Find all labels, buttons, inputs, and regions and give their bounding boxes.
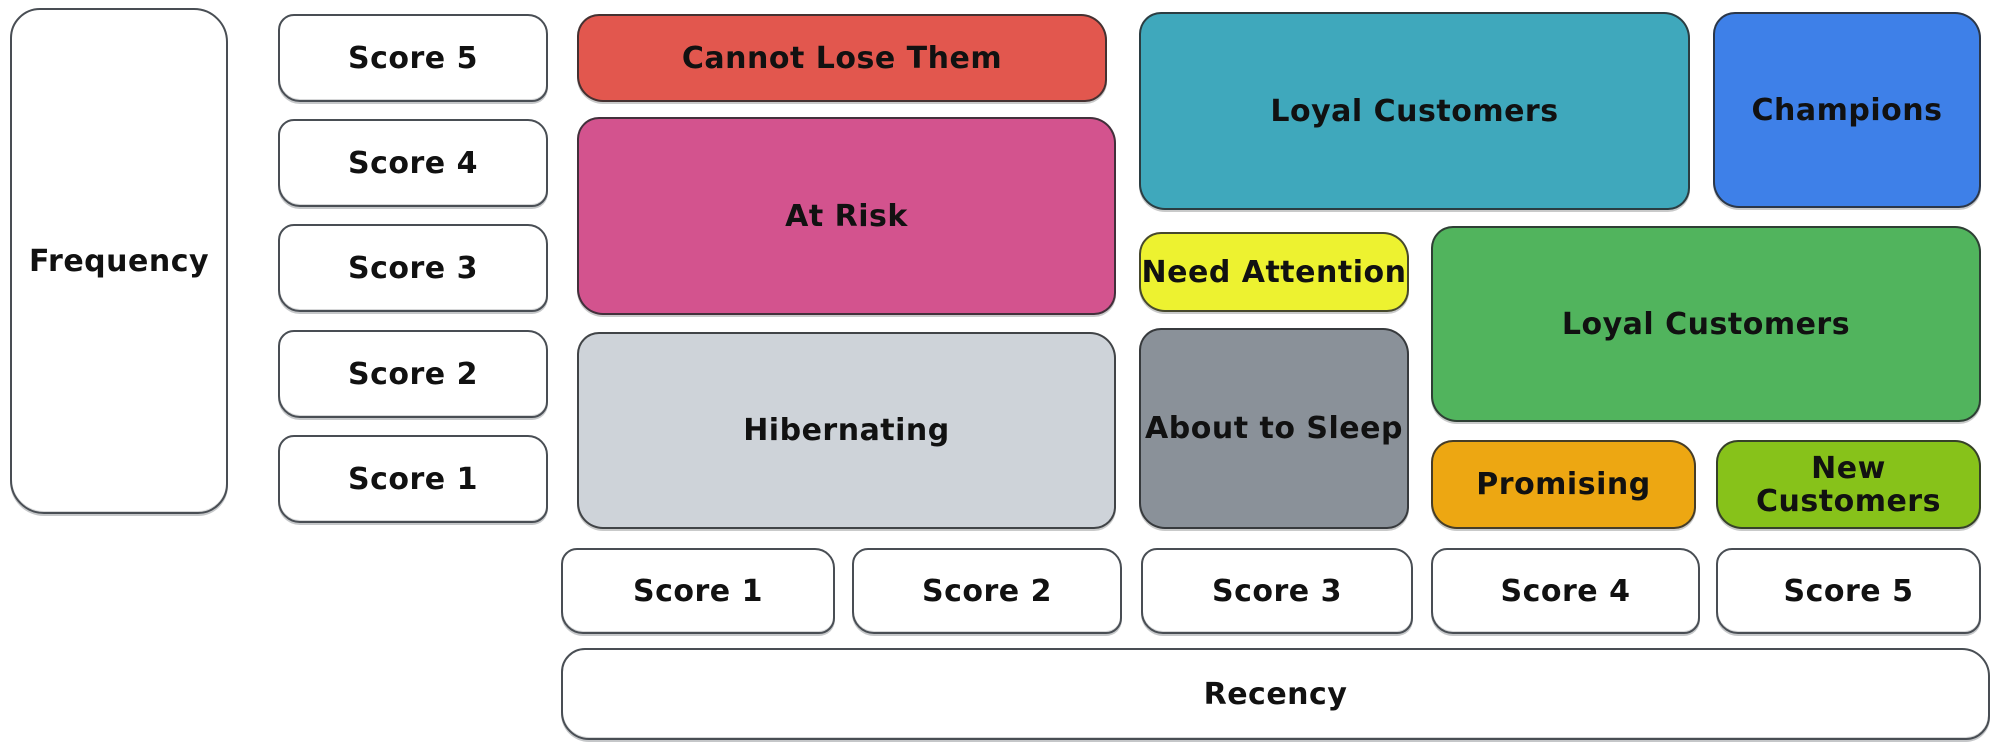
recency-score-4-text: Score 4 [1500, 573, 1631, 609]
frequency-score-2: Score 2 [278, 330, 548, 418]
frequency-score-5-text: Score 5 [348, 40, 478, 76]
segment-need-attention-label: Need Attention [1141, 254, 1407, 290]
segment-promising: Promising [1431, 440, 1696, 529]
recency-axis-label: Recency [561, 648, 1990, 740]
segment-cannot-lose-them: Cannot Lose Them [577, 14, 1107, 102]
segment-loyal-customers-green-label: Loyal Customers [1561, 306, 1851, 342]
segment-new-customers: New Customers [1716, 440, 1981, 529]
segment-at-risk: At Risk [577, 117, 1116, 315]
segment-hibernating-label: Hibernating [743, 413, 950, 448]
recency-score-2: Score 2 [852, 548, 1122, 634]
frequency-score-4: Score 4 [278, 119, 548, 207]
recency-score-1-text: Score 1 [633, 573, 763, 609]
segment-loyal-customers-teal-label: Loyal Customers [1270, 93, 1559, 129]
segment-loyal-customers-teal: Loyal Customers [1139, 12, 1690, 210]
frequency-axis-label-text: Frequency [28, 243, 210, 279]
frequency-score-3: Score 3 [278, 224, 548, 312]
recency-axis-label-text: Recency [1203, 676, 1348, 712]
frequency-score-1: Score 1 [278, 435, 548, 523]
recency-score-5-text: Score 5 [1783, 573, 1914, 609]
segment-need-attention: Need Attention [1139, 232, 1409, 312]
segment-at-risk-label: At Risk [785, 198, 908, 234]
frequency-score-1-text: Score 1 [348, 461, 478, 497]
segment-loyal-customers-green: Loyal Customers [1431, 226, 1981, 422]
segment-about-to-sleep-label: About to Sleep [1145, 411, 1403, 446]
recency-score-5: Score 5 [1716, 548, 1981, 634]
frequency-score-4-text: Score 4 [348, 145, 478, 181]
segment-champions-label: Champions [1751, 92, 1943, 128]
recency-score-4: Score 4 [1431, 548, 1700, 634]
segment-champions: Champions [1713, 12, 1981, 208]
frequency-axis-label: Frequency [10, 8, 228, 514]
recency-score-3-text: Score 3 [1212, 573, 1342, 609]
segment-cannot-lose-them-label: Cannot Lose Them [681, 40, 1003, 76]
frequency-score-3-text: Score 3 [348, 250, 478, 286]
frequency-score-5: Score 5 [278, 14, 548, 102]
recency-score-3: Score 3 [1141, 548, 1413, 634]
frequency-score-2-text: Score 2 [348, 356, 478, 392]
segment-new-customers-label: New Customers [1756, 450, 1941, 519]
segment-about-to-sleep: About to Sleep [1139, 328, 1409, 529]
segment-promising-label: Promising [1476, 467, 1651, 502]
recency-score-2-text: Score 2 [922, 573, 1052, 609]
segment-hibernating: Hibernating [577, 332, 1116, 529]
recency-score-1: Score 1 [561, 548, 835, 634]
